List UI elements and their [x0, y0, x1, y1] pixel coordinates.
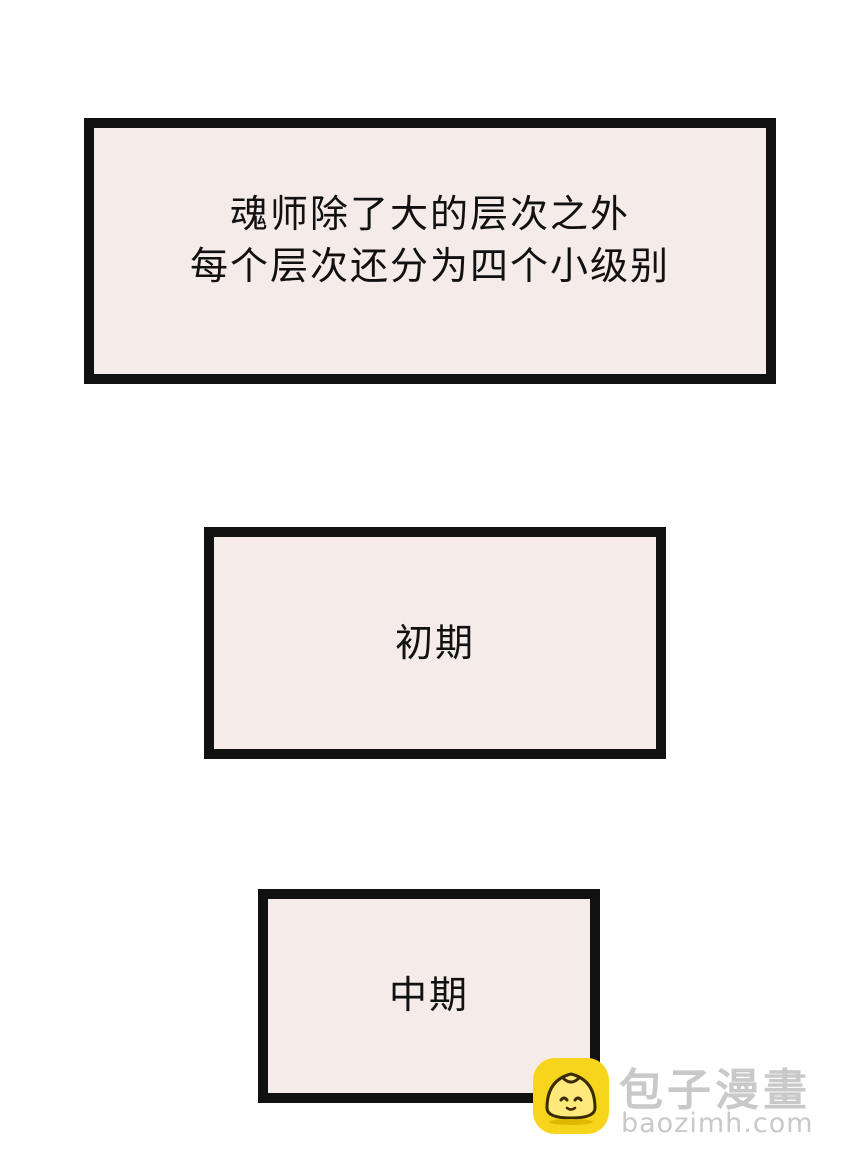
watermark-url: baozimh.com	[621, 1108, 814, 1139]
stage-label-early: 初期	[394, 620, 475, 665]
stage-label-middle: 中期	[388, 972, 469, 1017]
stage-panel-early: 初期	[204, 527, 666, 759]
steamed-bun-icon	[533, 1058, 609, 1134]
caption-line-2: 每个层次还分为四个小级别	[189, 244, 670, 288]
watermark: 包子漫畫 baozimh.com	[533, 1052, 833, 1142]
caption-panel: 魂师除了大的层次之外 每个层次还分为四个小级别	[84, 118, 776, 384]
stage-panel-middle: 中期	[258, 889, 600, 1103]
watermark-title: 包子漫畫	[619, 1065, 811, 1116]
caption-line-1: 魂师除了大的层次之外	[229, 192, 630, 236]
